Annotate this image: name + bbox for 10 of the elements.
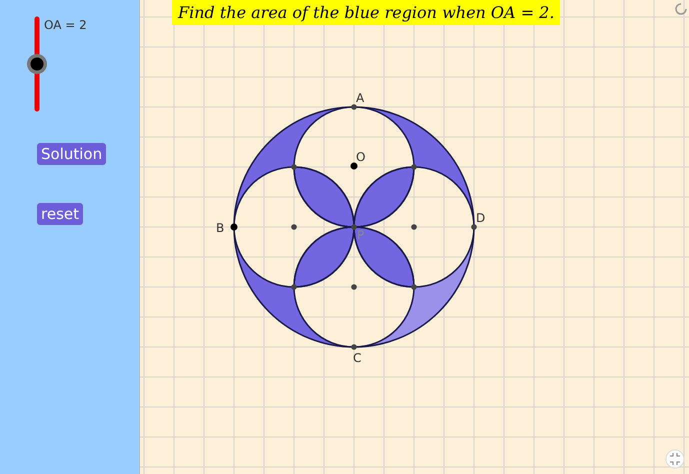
button: Solution <box>37 143 106 165</box>
slider-label: OA = 2 <box>44 19 87 31</box>
point-label: P <box>357 229 364 241</box>
title: Find the area of the blue region when OA = 2. <box>172 0 560 25</box>
button: reset <box>37 203 83 225</box>
point-label: D <box>476 212 486 224</box>
point-label: C <box>353 352 362 364</box>
point-label: A <box>356 92 364 104</box>
point-label: O <box>356 151 366 163</box>
point-label: B <box>216 222 224 234</box>
